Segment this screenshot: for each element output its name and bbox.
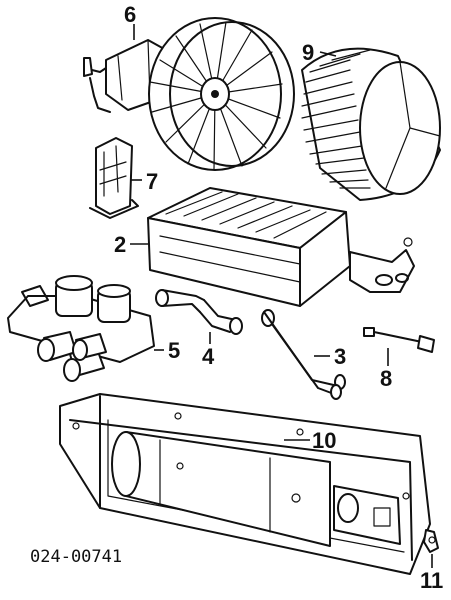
callout-3: 3 — [334, 344, 346, 369]
leader-9 — [319, 51, 337, 57]
panel-opening — [333, 485, 401, 545]
fan-wheel-rear-disc — [169, 21, 295, 167]
callout-numbers: 6 9 7 2 5 4 3 8 10 11 — [114, 2, 443, 593]
callout-2: 2 — [114, 232, 126, 257]
harness-wire-b — [89, 77, 111, 113]
core-fitting — [403, 237, 413, 247]
clip-part — [423, 529, 439, 553]
valve-connector — [21, 285, 49, 307]
callout-6: 6 — [124, 2, 136, 27]
sensor-plug — [417, 335, 435, 353]
blower-motor-assembly — [83, 17, 295, 171]
document-code: 024-00741 — [30, 547, 122, 567]
drum-vanes — [301, 49, 371, 189]
temperature-sensor — [363, 327, 435, 353]
heater-core — [147, 187, 415, 307]
sensor-probe — [373, 331, 423, 343]
callout-4: 4 — [202, 344, 215, 369]
callout-5: 5 — [168, 338, 180, 363]
blower-drum — [301, 47, 441, 201]
coolant-pipe-4 — [155, 289, 243, 335]
callout-10: 10 — [312, 428, 336, 453]
callout-7: 7 — [146, 169, 158, 194]
drum-end-cap — [359, 61, 441, 195]
harness-connector — [83, 57, 93, 77]
callout-9: 9 — [302, 40, 314, 65]
leader-lines — [130, 24, 433, 568]
lower-housing-panel — [59, 393, 431, 575]
resistor-bracket — [89, 137, 139, 219]
callout-8: 8 — [380, 366, 392, 391]
bracket-base — [89, 199, 139, 219]
harness-wire-a — [91, 67, 107, 73]
clip-body — [423, 529, 439, 553]
core-fins — [159, 191, 327, 283]
coolant-pipe-3 — [261, 309, 346, 400]
bracket-body — [95, 137, 133, 215]
sensor-nut — [363, 327, 375, 337]
water-valve — [7, 275, 155, 382]
callout-11: 11 — [420, 568, 443, 593]
